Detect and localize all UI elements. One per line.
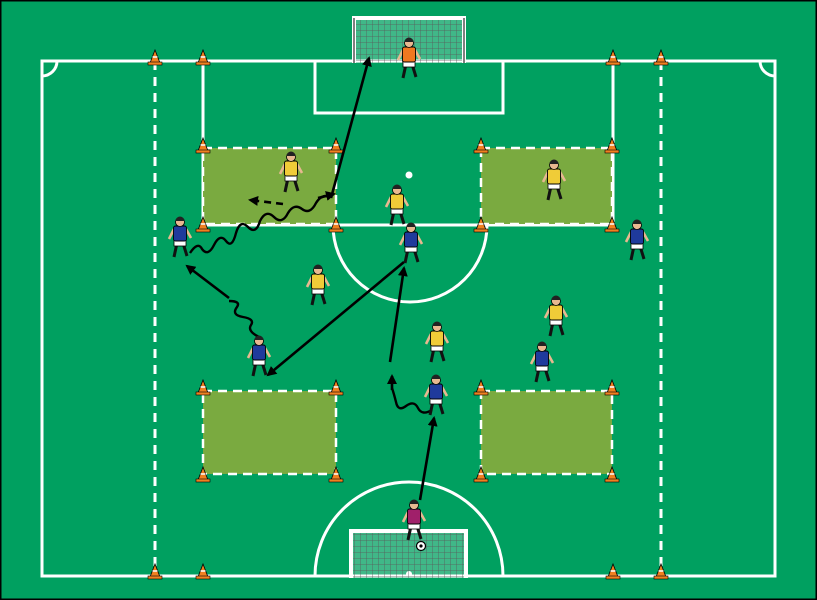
zone-top-left: [201, 146, 338, 226]
dribble-mid-left: [228, 299, 260, 339]
channel-lines: [153, 61, 663, 576]
cone-icon: [195, 48, 211, 66]
zones: [201, 146, 614, 476]
cone-icon: [605, 562, 621, 580]
cone-icon: [473, 465, 489, 483]
movement-arrows: [185, 56, 438, 501]
pass-arrow-up: [388, 266, 408, 363]
cone-icon: [328, 465, 344, 483]
cone-icon: [147, 562, 163, 580]
player-blue player-icon: [246, 335, 272, 377]
dribble-top: [189, 194, 333, 254]
cone-icon: [605, 48, 621, 66]
cone-icon: [653, 48, 669, 66]
player-yellow player-icon: [278, 151, 304, 193]
cone-icon: [195, 136, 211, 154]
goalkeeper-top player-icon: [396, 37, 422, 79]
player-blue player-icon: [529, 341, 555, 383]
player-yellow player-icon: [543, 295, 569, 337]
penalty-spot: [405, 171, 413, 179]
coach player-icon: [401, 499, 427, 541]
zone-bottom-right: [479, 389, 614, 476]
dribble-mid: [390, 387, 433, 414]
feed-arrow: [418, 416, 438, 501]
cone-icon: [473, 215, 489, 233]
cone-icon: [473, 136, 489, 154]
zone-top-right: [479, 146, 614, 226]
cone-icon: [195, 562, 211, 580]
cone-icon: [653, 562, 669, 580]
dashed-pass-arrow: [248, 195, 284, 206]
player-yellow player-icon: [424, 321, 450, 363]
cone-icon: [328, 215, 344, 233]
cone-icon: [195, 378, 211, 396]
player-blue player-icon: [398, 222, 424, 264]
players: [167, 37, 650, 541]
cone-icon: [604, 136, 620, 154]
shot-arrow: [329, 56, 372, 199]
pass-arrow-left: [266, 261, 405, 377]
player-blue player-icon: [167, 216, 193, 258]
cone-icon: [147, 48, 163, 66]
cone-icon: [328, 378, 344, 396]
cone-icon: [604, 378, 620, 396]
cone-icon: [604, 465, 620, 483]
cone-icon: [604, 215, 620, 233]
player-yellow player-icon: [305, 264, 331, 306]
cones: [147, 48, 669, 580]
player-yellow player-icon: [541, 159, 567, 201]
ball-icon: [415, 540, 427, 552]
player-blue player-icon: [624, 219, 650, 261]
zone-bottom-left: [201, 389, 338, 476]
cone-icon: [195, 215, 211, 233]
cone-icon: [195, 465, 211, 483]
player-blue player-icon: [423, 374, 449, 416]
dribble-paths: [189, 191, 433, 414]
player-yellow player-icon: [384, 184, 410, 226]
cone-icon: [473, 378, 489, 396]
run-arrow-left: [185, 264, 230, 300]
